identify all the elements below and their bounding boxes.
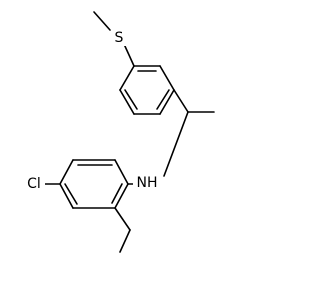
bond-methyl-s — [93, 11, 111, 31]
bond-ring-methyl — [114, 207, 131, 231]
ring-lower-double-2 — [64, 183, 78, 205]
ring-upper-double-3 — [156, 89, 170, 110]
ring-upper-bond-1 — [119, 65, 135, 91]
ring-lower-double-3 — [111, 183, 123, 204]
ring-upper-bond-2 — [119, 89, 135, 115]
chlorine-label: Cl — [27, 176, 41, 192]
ring-upper-double-2 — [124, 89, 138, 110]
nitrogen-label: NH — [137, 175, 158, 191]
sulfur-label-bg — [111, 30, 127, 46]
chlorine-label-bg — [25, 175, 45, 193]
ring-lower-bond-1 — [114, 159, 129, 185]
ring-lower-bond-3 — [59, 159, 74, 185]
ring-upper-bond-5 — [159, 65, 175, 91]
benzene-ring-lower — [59, 159, 129, 209]
ring-upper-bond-4 — [159, 89, 175, 115]
background — [0, 0, 236, 284]
benzene-ring-upper — [119, 65, 175, 115]
ring-lower-bond-6 — [114, 183, 129, 209]
bond-ring-ch — [173, 89, 189, 113]
bond-methyl-end — [119, 229, 131, 253]
chemical-structure-diagram: S NH Cl — [0, 0, 236, 284]
bond-s-ring — [123, 43, 135, 67]
ring-lower-bond-4 — [59, 183, 74, 209]
bond-ch-nh — [163, 111, 189, 177]
nitrogen-label-bg — [133, 174, 161, 192]
sulfur-label: S — [115, 30, 124, 46]
